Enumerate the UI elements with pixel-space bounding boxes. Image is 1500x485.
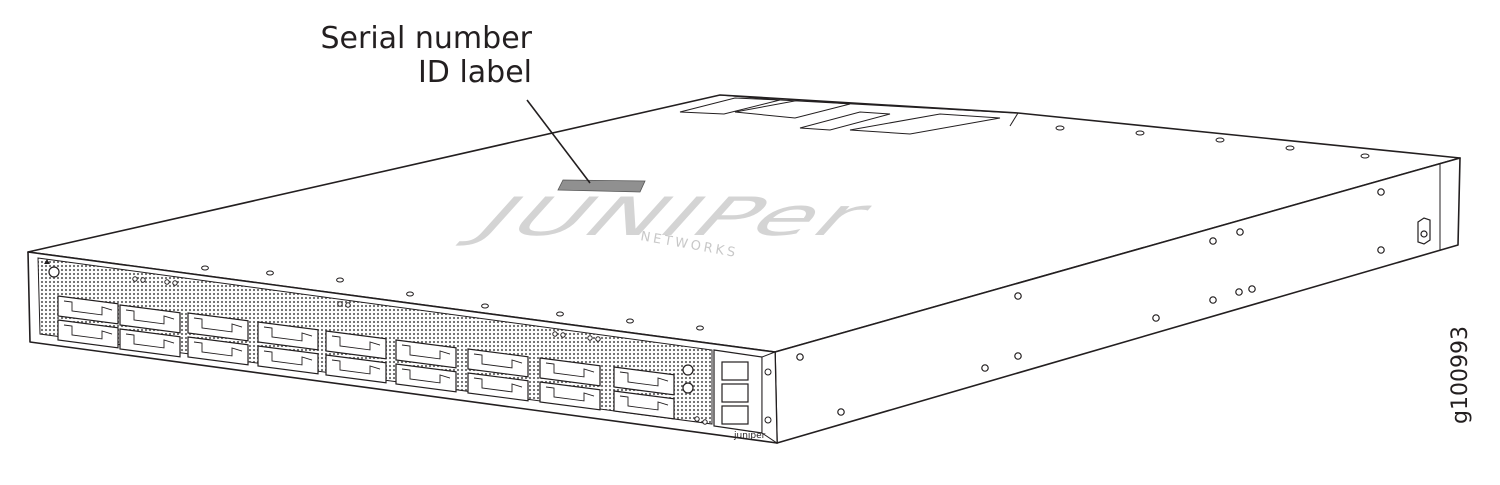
power-button-icon — [48, 266, 60, 278]
qsfp-port-cage — [467, 348, 529, 378]
callout-label-line1: Serial number — [320, 21, 532, 56]
qsfp-port-cage — [257, 321, 319, 351]
qsfp-port-cage — [613, 366, 675, 396]
qsfp-port-latch — [63, 300, 113, 316]
serial-number-id-label — [557, 179, 646, 193]
qsfp-port-latch — [473, 353, 523, 369]
qsfp-port-cage — [539, 357, 601, 387]
qsfp-port-cage — [119, 304, 181, 334]
qsfp-port-cage — [57, 295, 119, 325]
juniper-logo: JUNIPer — [453, 186, 894, 247]
warning-icon — [44, 259, 50, 264]
top-cover-panels — [679, 97, 1019, 135]
top-edge-screws — [126, 125, 1370, 331]
svg-text:JUNIPer: JUNIPer — [453, 186, 894, 247]
status-leds — [132, 276, 708, 425]
qsfp-port-latch — [193, 317, 243, 333]
qsfp-port-cage — [119, 328, 181, 358]
ground-lug — [1417, 217, 1431, 245]
console-connectors — [682, 364, 694, 394]
qsfp-port-cage — [395, 339, 457, 369]
qsfp-port-latch — [263, 326, 313, 342]
callout-leader-line — [526, 99, 591, 184]
qsfp-port-cage — [325, 354, 387, 384]
qsfp-port-latch — [545, 386, 595, 402]
qsfp-port-latch — [619, 395, 669, 411]
qsfp-port-latch — [263, 350, 313, 366]
qsfp-port-latch — [331, 335, 381, 351]
qsfp-port-latch — [619, 371, 669, 387]
qsfp-port-latch — [125, 333, 175, 349]
qsfp-port-latch — [473, 377, 523, 393]
qsfp-port-cage — [187, 336, 249, 366]
qsfp-port-latch — [125, 309, 175, 325]
qsfp-port-latch — [401, 368, 451, 384]
qsfp-port-cage — [57, 319, 119, 349]
side-panel-screws — [796, 188, 1385, 416]
qsfp-port-cage — [467, 372, 529, 402]
svg-text:juniper: juniper — [733, 431, 766, 441]
qsfp-port-cage — [539, 381, 601, 411]
qsfp-port-latch — [331, 359, 381, 375]
qsfp-port-latch — [193, 341, 243, 357]
qsfp-port-latch — [545, 362, 595, 378]
qsfp-port-cages — [57, 295, 675, 420]
qsfp-port-cage — [325, 330, 387, 360]
qsfp-port-latch — [401, 344, 451, 360]
qsfp-port-cage — [257, 345, 319, 375]
qsfp-port-cage — [187, 312, 249, 342]
callout-label-line2: ID label — [417, 55, 532, 90]
qsfp-port-cage — [395, 363, 457, 393]
qsfp-port-latch — [63, 324, 113, 340]
figure-id: g100993 — [1448, 326, 1473, 424]
qsfp-port-cage — [613, 390, 675, 420]
